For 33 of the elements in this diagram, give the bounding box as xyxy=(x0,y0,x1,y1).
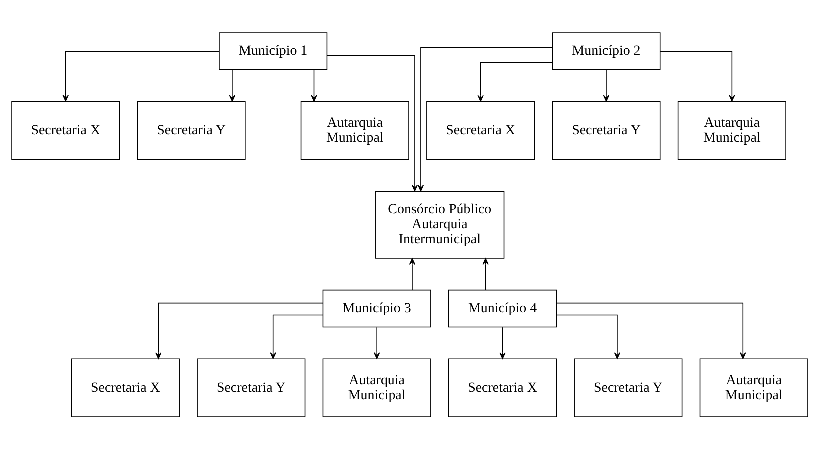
arrow xyxy=(603,69,610,102)
arrow xyxy=(62,51,220,102)
node-box: Município 4 xyxy=(448,289,558,328)
node-box: Secretaria X xyxy=(448,358,558,417)
node-box: Autarquia Municipal xyxy=(300,100,410,160)
arrow xyxy=(409,258,416,290)
node-box: Secretaria Y xyxy=(552,100,661,160)
node-box: Secretaria Y xyxy=(197,358,306,417)
arrow xyxy=(326,55,418,192)
node-box: Autarquia Municipal xyxy=(322,358,432,417)
arrow xyxy=(311,69,318,102)
node-box: Município 1 xyxy=(219,32,328,70)
node-box: Secretaria X xyxy=(71,358,180,417)
node-box: Município 3 xyxy=(322,289,432,328)
arrow xyxy=(374,326,380,359)
node-box: Secretaria X xyxy=(12,100,120,160)
node-box: Secretaria Y xyxy=(574,358,683,417)
node-box: Autarquia Municipal xyxy=(700,358,808,417)
arrow xyxy=(556,314,621,359)
arrow xyxy=(482,258,489,290)
arrow xyxy=(229,69,236,102)
arrow xyxy=(418,47,553,192)
node-box: Autarquia Municipal xyxy=(678,100,786,160)
node-box: Secretaria X xyxy=(426,100,536,160)
arrow xyxy=(156,302,324,359)
node-box: Secretaria Y xyxy=(137,100,246,160)
arrow xyxy=(270,314,324,359)
arrow xyxy=(556,302,746,359)
arrow xyxy=(478,62,553,102)
arrow xyxy=(500,326,506,359)
node-box: Consórcio Público Autarquia Intermunicipal xyxy=(375,190,505,258)
node-box: Município 2 xyxy=(552,32,661,70)
arrow xyxy=(660,51,736,102)
